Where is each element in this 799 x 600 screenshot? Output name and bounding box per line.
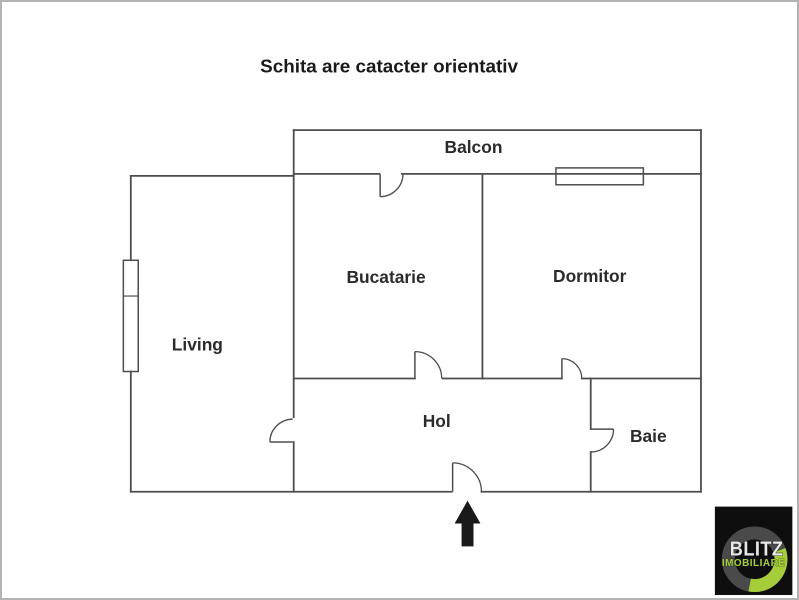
entrance-door <box>451 462 483 492</box>
room-label-bucatarie: Bucatarie <box>346 267 426 287</box>
bedroom-door-swing-arc <box>561 357 583 379</box>
living-door-swing-arc <box>269 418 293 443</box>
balcony-door-swing-arc <box>380 173 404 198</box>
walls-group <box>129 129 702 493</box>
doors-group <box>269 173 615 492</box>
room-label-dormitor: Dormitor <box>553 266 627 286</box>
living-window <box>122 259 139 373</box>
living-door <box>269 418 293 443</box>
agency-logo: BLITZ IMOBILIARE <box>714 506 793 596</box>
room-label-hol: Hol <box>423 411 451 431</box>
logo-subtitle-text: IMOBILIARE <box>722 558 786 569</box>
logo-ring-green-segment <box>748 548 788 593</box>
bathroom-door <box>590 428 615 453</box>
room-label-baie: Baie <box>630 426 667 446</box>
bedroom-window <box>555 167 645 186</box>
entrance-arrow-icon <box>454 500 481 547</box>
kitchen-door <box>414 351 443 379</box>
bedroom-door <box>561 357 583 379</box>
windows-group <box>122 167 645 373</box>
schematic-disclaimer-title: Schita are catacter orientativ <box>260 56 518 77</box>
room-label-living: Living <box>172 335 223 355</box>
entrance-door-swing-arc <box>452 462 483 492</box>
room-label-balcon: Balcon <box>445 137 503 157</box>
logo-brand-text: BLITZ <box>730 538 784 560</box>
bathroom-door-swing-arc <box>590 429 615 453</box>
balcony-door <box>379 173 404 198</box>
kitchen-door-swing-arc <box>414 351 443 379</box>
